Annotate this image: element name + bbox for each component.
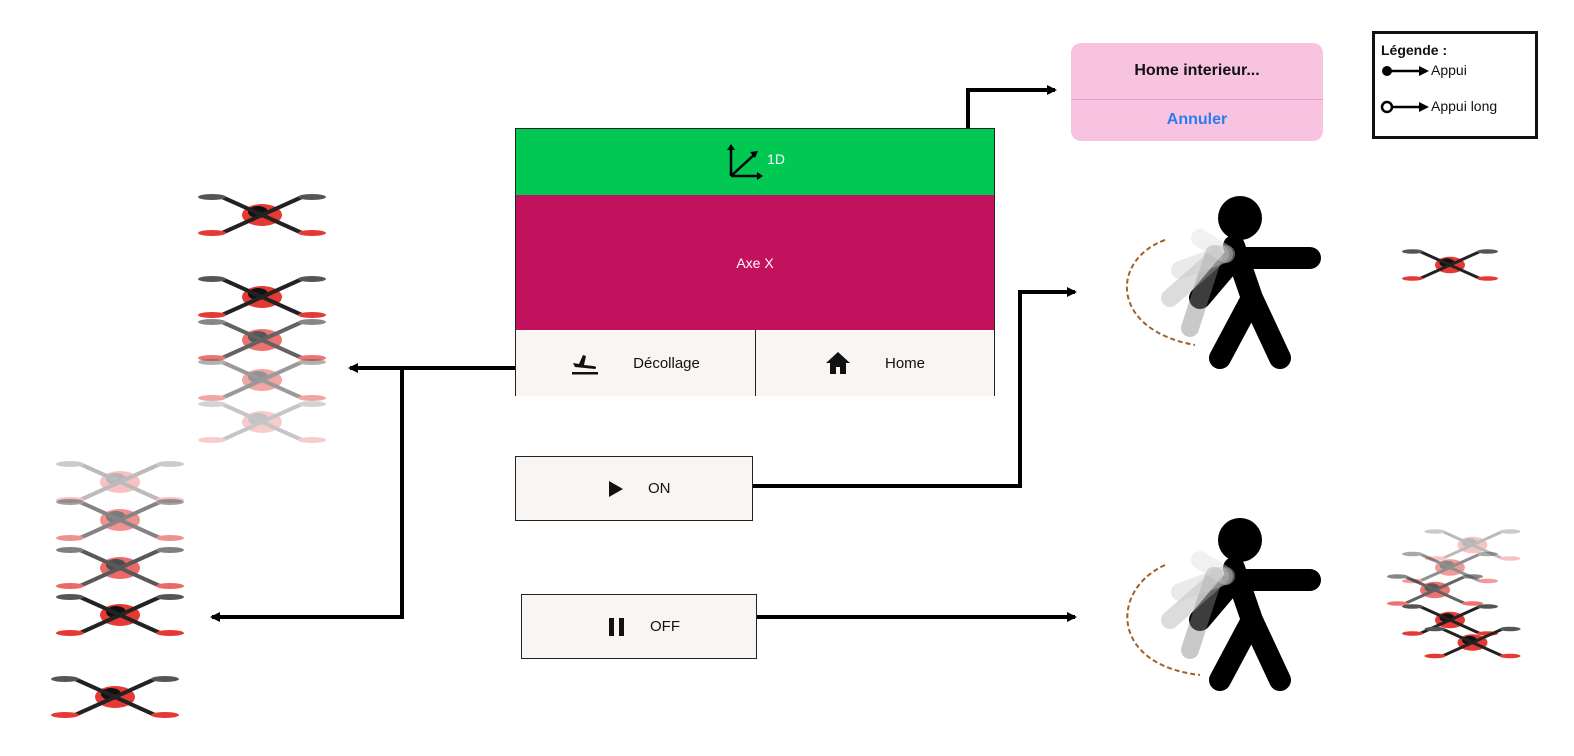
drone-icon: [1385, 527, 1522, 660]
legend-long-press-arrow: [1380, 100, 1429, 114]
legend-long-press-label: Appui long: [1431, 98, 1498, 114]
mode-bar[interactable]: 1D: [516, 129, 994, 196]
home-icon: [825, 351, 851, 375]
on-button[interactable]: ON: [515, 456, 753, 521]
legend-press-arrow: [1382, 66, 1429, 76]
person-icon: [1170, 196, 1310, 358]
play-icon: [608, 480, 624, 498]
on-label: ON: [648, 480, 671, 497]
takeoff-icon: [571, 351, 599, 375]
off-connector: [717, 603, 1077, 631]
legend-title: Légende :: [1381, 42, 1448, 58]
cancel-label: Annuler: [1166, 111, 1228, 128]
cancel-button[interactable]: Annuler: [1071, 99, 1323, 141]
home-button[interactable]: Home: [756, 330, 994, 396]
swing-arrow-icon: [1125, 239, 1201, 676]
off-label: OFF: [650, 618, 680, 635]
takeoff-button[interactable]: Décollage: [516, 330, 756, 396]
legend-press-label: Appui: [1431, 62, 1467, 78]
axis-area[interactable]: Axe X: [516, 195, 994, 331]
home-action-sheet: Home interieur... Annuler: [1071, 43, 1323, 141]
drone-icon: [196, 192, 328, 445]
takeoff-connector: [210, 355, 551, 622]
pause-icon: [608, 617, 626, 637]
drone-icon: [1400, 247, 1500, 283]
drone-control-panel: 1D Axe X Décollage Home: [515, 128, 995, 396]
off-button[interactable]: OFF: [521, 594, 757, 659]
person-icon: [1170, 518, 1310, 680]
home-label: Home: [884, 354, 925, 372]
sheet-title-text: Home interieur...: [1134, 62, 1260, 79]
axis-label: Axe X: [736, 254, 774, 271]
axes-icon: [725, 142, 765, 182]
drone-icon: [49, 459, 186, 720]
legend: Légende : Appui Appui long: [1372, 31, 1538, 139]
mode-label: 1D: [767, 151, 785, 167]
takeoff-label: Décollage: [633, 354, 700, 372]
sheet-title[interactable]: Home interieur...: [1071, 43, 1323, 100]
